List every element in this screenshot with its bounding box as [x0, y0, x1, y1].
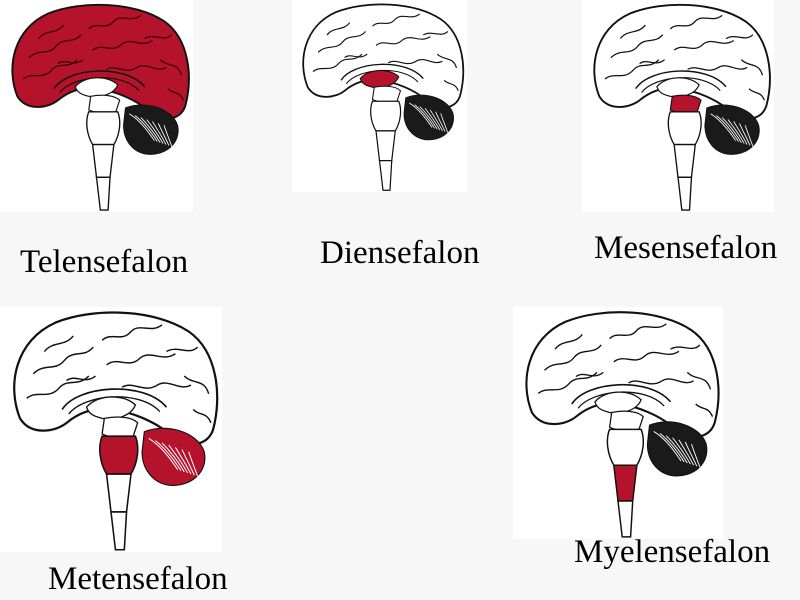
medulla-region	[91, 143, 115, 178]
medulla-region	[673, 143, 697, 178]
metencephalon-label: Metensefalon	[48, 561, 228, 597]
cerebrum-shape	[593, 3, 771, 120]
cerebrum-shape	[11, 3, 190, 120]
myelencephalon-label: Myelensefalon	[574, 534, 771, 570]
midbrain-region	[608, 410, 644, 432]
medulla-region	[612, 464, 638, 502]
cerebrum-shape	[302, 3, 465, 109]
pons-region	[99, 435, 139, 475]
spinal-cord	[378, 159, 393, 191]
spinal-cord	[617, 500, 634, 538]
telencephalon-diagram	[0, 0, 193, 212]
mesencephalon-label: Mesensefalon	[594, 230, 778, 266]
myelencephalon-diagram	[513, 307, 723, 539]
midbrain-region	[669, 94, 702, 114]
midbrain-region	[371, 85, 402, 103]
midbrain-region	[101, 416, 139, 439]
cerebrum-shape	[13, 311, 219, 446]
diencephalon-diagram	[292, 0, 467, 192]
midbrain-region	[88, 94, 121, 114]
pons-region	[370, 100, 402, 132]
pons-region	[667, 111, 702, 146]
pons-region	[606, 428, 645, 466]
medulla-region	[105, 473, 132, 513]
medulla-region	[375, 130, 396, 162]
spinal-cord	[110, 511, 128, 551]
diencephalon-label: Diensefalon	[320, 235, 480, 271]
cerebrum-shape	[525, 311, 720, 439]
mesencephalon-diagram	[582, 0, 774, 212]
spinal-cord	[677, 176, 693, 211]
metencephalon-diagram	[0, 307, 222, 552]
telencephalon-label: Telensefalon	[20, 244, 189, 280]
spinal-cord	[95, 176, 111, 211]
pons-region	[86, 111, 121, 146]
